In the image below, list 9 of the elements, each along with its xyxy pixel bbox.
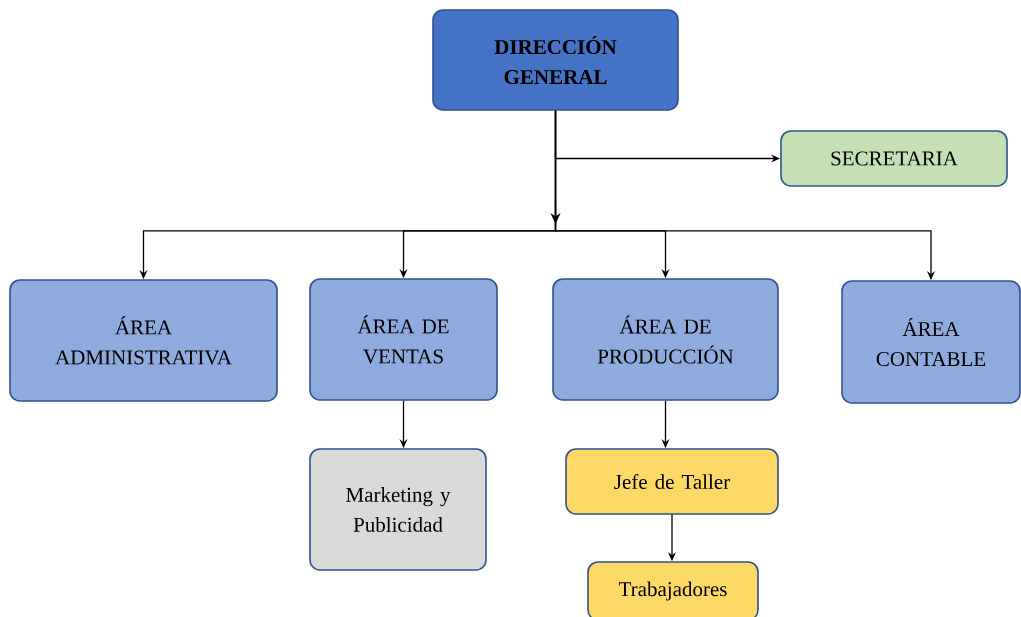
department-box: ÁREA DE PRODUCCIÓN [552, 278, 779, 401]
role-box: Trabajadores [587, 561, 759, 617]
department-box: SECRETARIA [780, 130, 1008, 187]
department-box: DIRECCIÓN GENERAL [432, 9, 679, 111]
department-box: ÁREA DE VENTAS [309, 278, 498, 401]
role-box: Marketing y Publicidad [309, 448, 487, 571]
role-box: Jefe de Taller [565, 448, 779, 515]
department-box: ÁREA ADMINISTRATIVA [9, 279, 278, 402]
department-box: ÁREA CONTABLE [841, 280, 1021, 404]
